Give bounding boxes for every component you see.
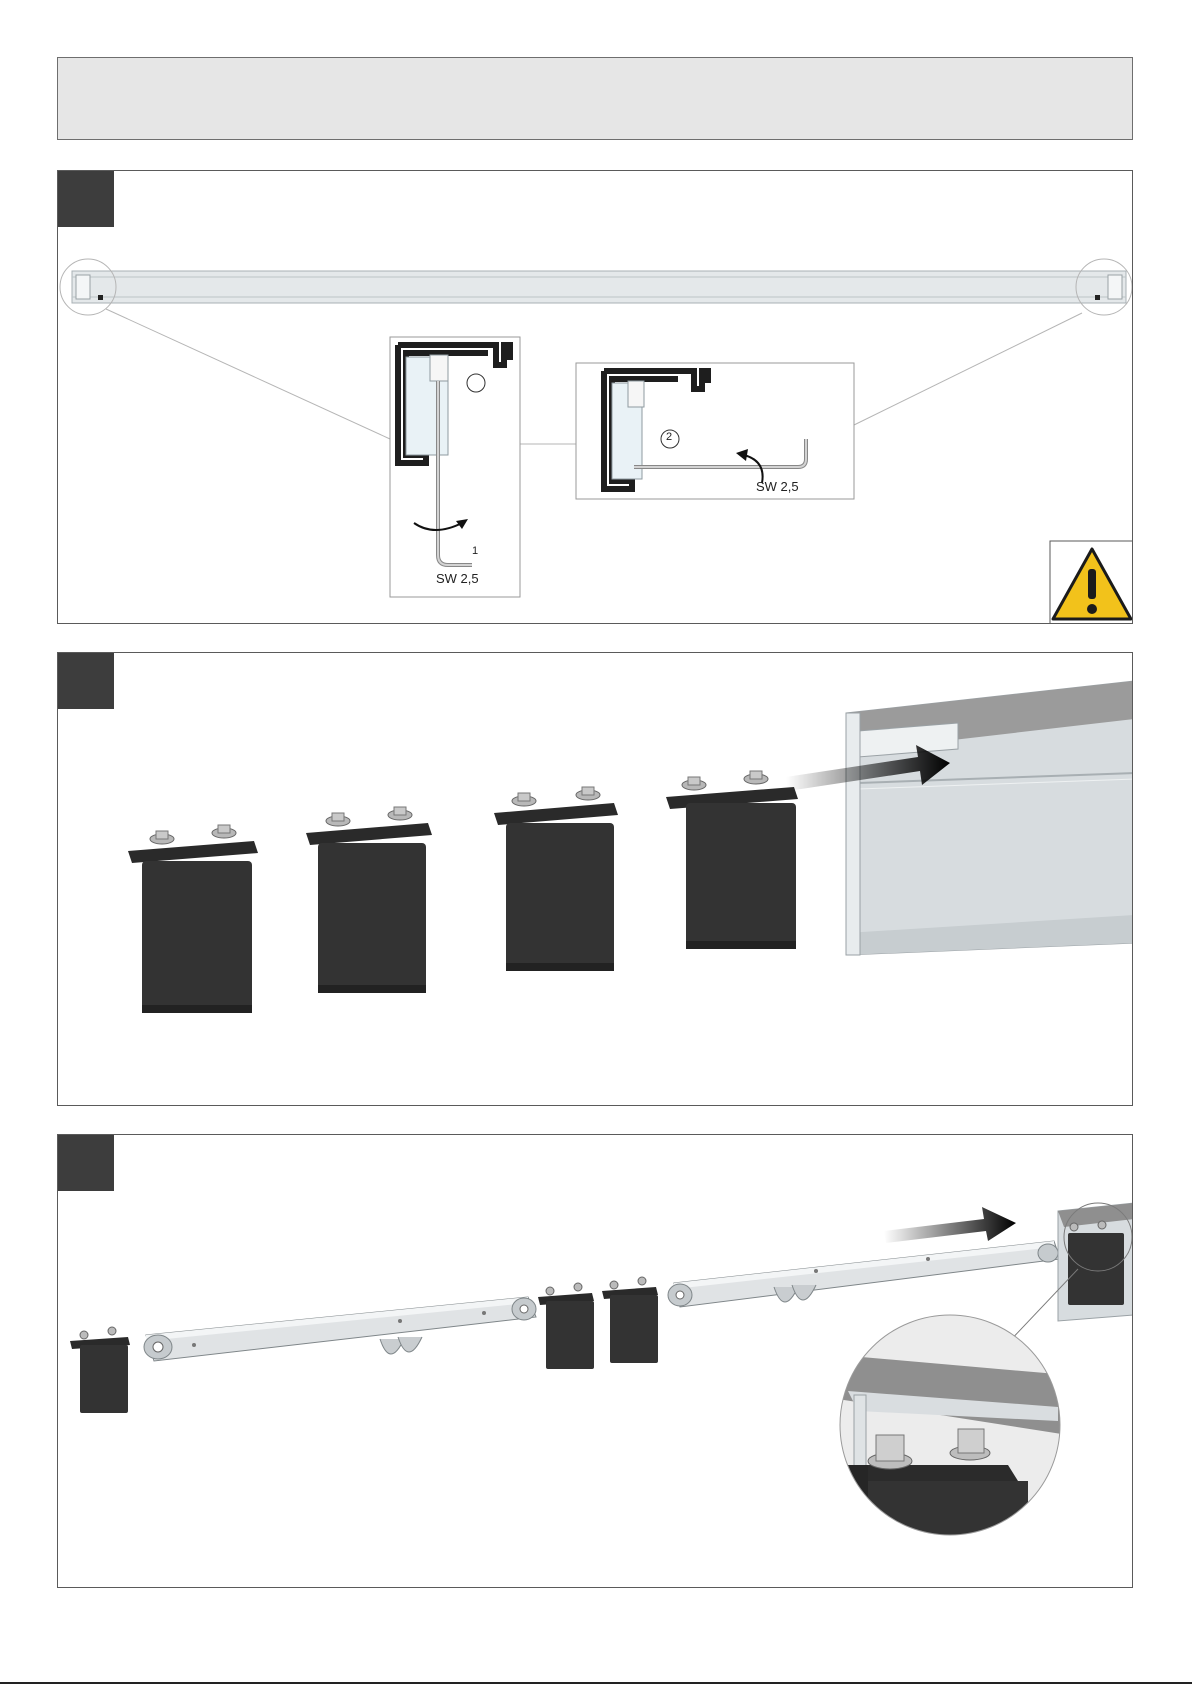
end-caps-insertion-illustration: [58, 653, 1133, 1106]
callout-box-2: [576, 363, 854, 499]
track-rail: [72, 271, 1126, 303]
callout-1-number: 1: [472, 545, 478, 557]
step-panel-2: [57, 652, 1133, 1106]
insertion-arrow: [884, 1207, 1016, 1243]
end-cap-4: [666, 771, 798, 949]
callout-2-tool-label: SW 2,5: [756, 479, 799, 494]
callout-1-tool-label: SW 2,5: [436, 571, 479, 586]
end-cap-3: [494, 787, 618, 971]
middle-end-caps: [538, 1277, 658, 1369]
page-bottom-rule: [0, 1682, 1192, 1684]
trolley-left: [144, 1297, 536, 1361]
header-band: [57, 57, 1133, 140]
step-panel-3: [57, 1134, 1133, 1588]
end-cap-1: [128, 825, 258, 1013]
step-panel-1: 1 SW 2,5 2 SW 2,5: [57, 170, 1133, 624]
callout-2-number: 2: [666, 431, 672, 443]
warning-triangle-icon: [1050, 541, 1133, 624]
track-profile: [846, 681, 1133, 955]
end-cap-2: [306, 807, 432, 993]
carriage-assembly-illustration: [58, 1135, 1133, 1588]
small-end-cap-left: [70, 1327, 130, 1413]
rail-adjustment-illustration: [58, 171, 1133, 624]
callout-box-1: [390, 337, 520, 597]
trolley-right: [668, 1241, 1060, 1307]
